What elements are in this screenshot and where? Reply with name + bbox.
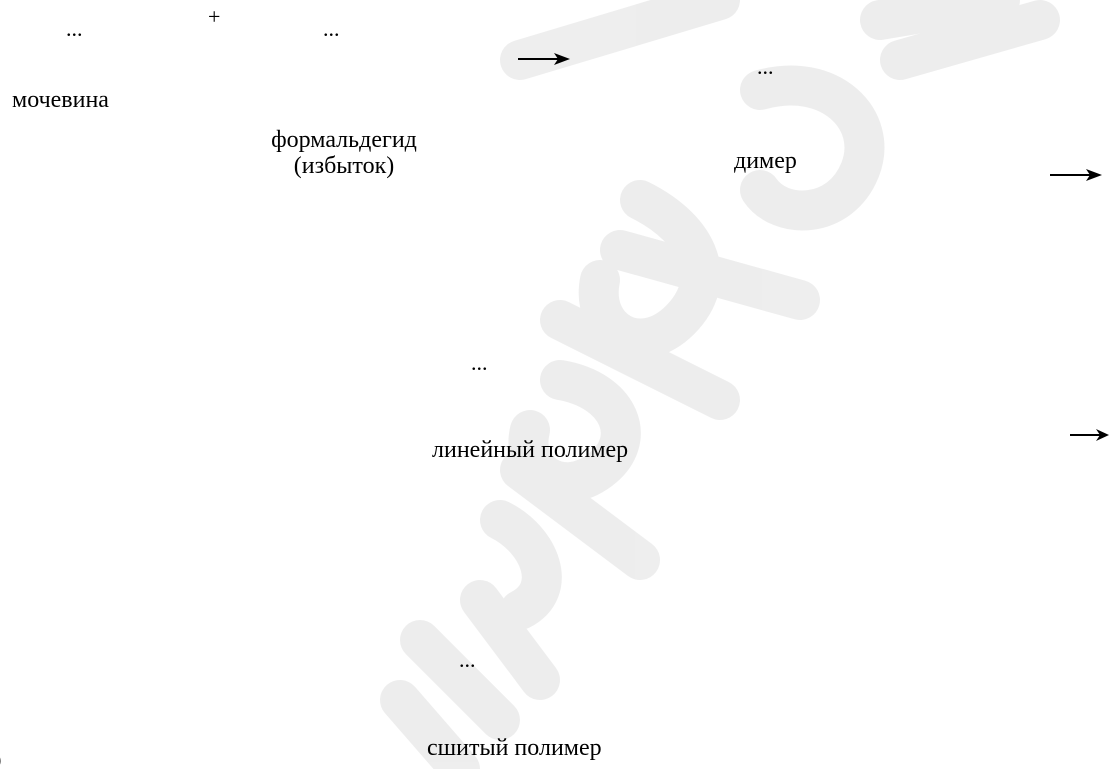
right-arrow-icon: [1050, 169, 1102, 181]
dimer-label: димер: [734, 148, 797, 174]
formaldehyde-formula: ...: [323, 16, 340, 41]
plus-sign: +: [208, 4, 221, 29]
formaldehyde-label: формальдегид: [271, 127, 417, 153]
linear-polymer-label: линейный полимер: [432, 437, 629, 463]
right-arrow-icon: [518, 53, 570, 65]
dimer-formula: ...: [757, 54, 774, 79]
urea-formula: ...: [66, 16, 83, 41]
crosslinked-polymer-label: сшитый полимер: [427, 735, 602, 761]
right-arrow-icon: [1070, 429, 1109, 441]
edge-glyph-fragment: [0, 757, 1, 765]
formaldehyde-excess-note: (избыток): [293, 153, 395, 179]
urea-label: мочевина: [12, 87, 109, 113]
linear-polymer-formula: ...: [471, 350, 488, 375]
crosslinked-polymer-formula: ...: [459, 647, 476, 672]
